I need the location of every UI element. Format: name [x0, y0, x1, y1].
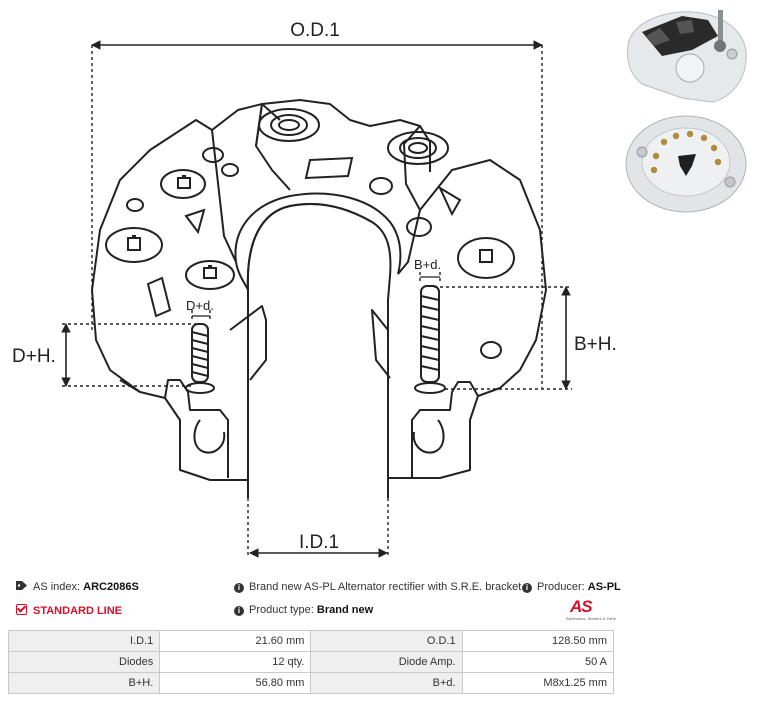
check-square-icon	[16, 604, 27, 615]
spec-value: 21.60 mm	[159, 630, 312, 652]
spec-value: 128.50 mm	[461, 630, 615, 652]
bh-label: B+H.	[574, 334, 617, 355]
od1-label: O.D.1	[290, 20, 340, 41]
producer-value: AS-PL	[587, 581, 621, 593]
tag-icon	[16, 581, 27, 590]
logo-mark: AS	[570, 597, 593, 616]
spec-value: 50 A	[461, 651, 615, 673]
logo-tagline: Alternators, Starters & Parts	[566, 616, 616, 621]
producer-label: Producer:	[537, 581, 585, 593]
spec-value: M8x1.25 mm	[461, 672, 615, 694]
spec-label: Diode Amp.	[310, 651, 463, 673]
product-photo-top	[622, 6, 750, 106]
info-icon: i	[522, 583, 532, 593]
spec-label: B+H.	[7, 672, 161, 694]
info-icon: i	[234, 583, 244, 593]
technical-drawing: O.D.1 I.D.1 D+H. D+d. B+H. B+d.	[12, 20, 617, 558]
product-type-row: i Product type: Brand new	[234, 604, 373, 616]
bd-label: B+d.	[414, 257, 441, 272]
product-type-label: Product type:	[249, 604, 314, 616]
spec-value: 12 qty.	[159, 651, 312, 673]
description-row: i Brand new AS-PL Alternator rectifier wi…	[234, 581, 521, 593]
spec-table: I.D.1 21.60 mm O.D.1 128.50 mm Diodes 12…	[7, 630, 615, 694]
spec-label: O.D.1	[310, 630, 463, 652]
rectifier-outline	[246, 203, 392, 498]
table-row: I.D.1 21.60 mm O.D.1 128.50 mm	[7, 630, 615, 652]
product-photo-bottom	[622, 112, 750, 216]
producer-row: i Producer: AS-PL	[522, 581, 621, 593]
spec-label: B+d.	[310, 672, 463, 694]
spec-label: Diodes	[7, 651, 161, 673]
standard-line-row: STANDARD LINE	[16, 604, 122, 617]
table-row: Diodes 12 qty. Diode Amp. 50 A	[7, 651, 615, 673]
as-index-value: ARC2086S	[83, 581, 139, 593]
product-type-value: Brand new	[316, 604, 374, 616]
as-index-row: AS index: ARC2086S	[16, 581, 139, 593]
standard-line-label: STANDARD LINE	[33, 605, 123, 617]
spec-label: I.D.1	[7, 630, 161, 652]
table-row: B+H. 56.80 mm B+d. M8x1.25 mm	[7, 672, 615, 694]
dd-label: D+d.	[186, 298, 214, 313]
dh-label: D+H.	[12, 346, 56, 367]
spec-value: 56.80 mm	[159, 672, 312, 694]
description-text: Brand new AS-PL Alternator rectifier wit…	[249, 581, 522, 593]
as-index-label: AS index:	[33, 581, 81, 593]
id1-label: I.D.1	[299, 532, 339, 553]
as-pl-logo: AS Alternators, Starters & Parts	[566, 597, 616, 623]
info-icon: i	[234, 606, 244, 616]
